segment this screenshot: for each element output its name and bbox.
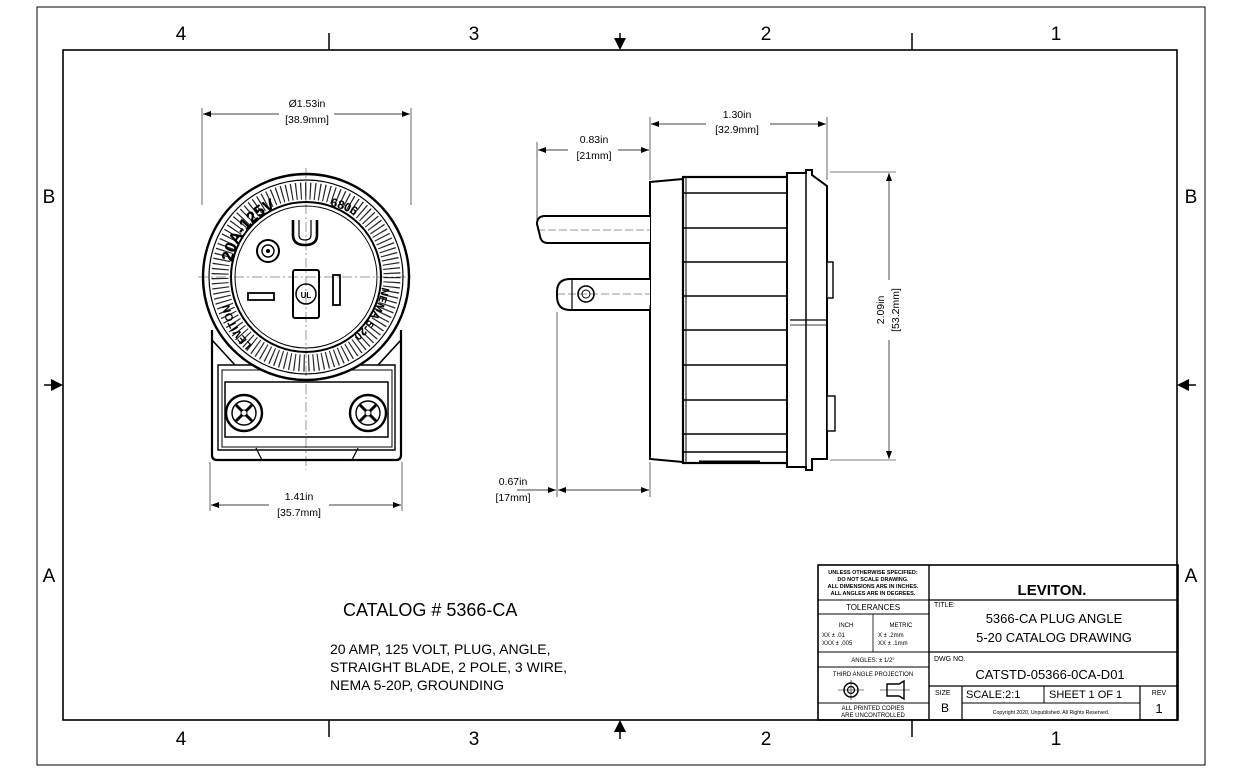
zone-row-label: B: [43, 187, 56, 208]
tb-title-label: TITLE:: [934, 602, 955, 609]
catalog-description: 20 AMP, 125 VOLT, PLUG, ANGLE, STRAIGHT …: [330, 640, 567, 694]
tb-note-3: ALL DIMENSIONS ARE IN INCHES.: [828, 584, 919, 590]
dim-width-mm: [35.7mm]: [277, 507, 321, 519]
zone-labels: 4 3 2 1 4 3 2 1 B B A A: [43, 24, 1198, 750]
tb-tolerances: TOLERANCES: [846, 603, 900, 612]
face-screw-icon: [256, 239, 280, 263]
tb-note-1: UNLESS OTHERWISE SPECIFIED:: [828, 570, 918, 576]
tb-metric-tol-2: XX ± .1mm: [878, 641, 908, 647]
zone-col-label: 3: [469, 24, 480, 45]
zone-row-label: B: [1185, 187, 1198, 208]
tb-scale: SCALE:2:1: [966, 689, 1020, 701]
zone-col-label: 4: [176, 729, 187, 750]
tb-title-line-2: 5-20 CATALOG DRAWING: [976, 630, 1132, 645]
tb-projection: THIRD ANGLE PROJECTION: [833, 672, 913, 678]
tb-size-label: SIZE: [935, 690, 951, 697]
tb-uncontrolled-2: ARE UNCONTROLLED: [841, 713, 905, 719]
catalog-number: CATALOG # 5366-CA: [343, 600, 518, 620]
title-block-text: UNLESS OTHERWISE SPECIFIED: DO NOT SCALE…: [822, 570, 1167, 719]
tb-angles: ANGLES: ± 1/2°: [851, 658, 895, 664]
tb-dwg-no: CATSTD-05366-0CA-D01: [975, 667, 1124, 682]
zone-ticks: [328, 33, 913, 737]
description-line: 20 AMP, 125 VOLT, PLUG, ANGLE,: [330, 641, 551, 657]
tb-rev-value: 1: [1155, 701, 1162, 716]
dim-width-in: 1.41in: [285, 491, 314, 503]
outer-border: [36, 6, 1206, 766]
zone-col-label: 4: [176, 24, 187, 45]
zone-col-label: 1: [1051, 24, 1062, 45]
third-angle-projection-icon: [838, 679, 910, 701]
zone-col-label: 2: [761, 729, 772, 750]
tb-uncontrolled-1: ALL PRINTED COPIES: [842, 706, 905, 712]
tb-rev-label: REV: [1152, 690, 1167, 697]
front-view: Ø1.53in [38.9mm]: [198, 98, 414, 519]
zone-row-label: A: [43, 566, 56, 587]
tb-dwg-label: DWG NO.: [934, 656, 966, 663]
dim-length-mm: [32.9mm]: [715, 124, 759, 136]
dim-ground-mm: [17mm]: [495, 492, 530, 504]
leviton-logo: LEVITON.: [1018, 582, 1087, 599]
tb-size-value: B: [941, 701, 949, 715]
tb-metric-tol-1: X ± .2mm: [878, 633, 904, 639]
title-block: [817, 564, 1179, 721]
terminal-screw-left-icon: [224, 393, 264, 433]
tb-inch-tol-1: XX ± .01: [822, 633, 846, 639]
side-view: 1.30in [32.9mm] 0.83in [21mm]: [495, 109, 902, 504]
tb-title-line-1: 5366-CA PLUG ANGLE: [986, 611, 1123, 626]
dim-diameter-in: Ø1.53in: [289, 98, 326, 110]
dim-blade-in: 0.83in: [580, 134, 609, 146]
zone-col-label: 1: [1051, 729, 1062, 750]
tb-copyright: Copyright 2020, Unpublished. All Rights …: [993, 710, 1110, 716]
dim-height-mm: [53.2mm]: [890, 288, 902, 332]
terminal-screw-right-icon: [348, 393, 388, 433]
description-line: STRAIGHT BLADE, 2 POLE, 3 WIRE,: [330, 659, 568, 675]
tb-sheet: SHEET 1 OF 1: [1049, 689, 1122, 701]
tb-note-2: DO NOT SCALE DRAWING.: [837, 577, 909, 583]
tb-note-4: ALL ANGLES ARE IN DEGREES.: [831, 591, 916, 597]
zone-col-label: 3: [469, 729, 480, 750]
tb-metric: METRIC: [890, 623, 914, 629]
description-line: NEMA 5-20P, GROUNDING: [330, 677, 505, 693]
dim-length-in: 1.30in: [723, 109, 752, 121]
dim-ground-in: 0.67in: [499, 476, 528, 488]
tb-inch: INCH: [839, 623, 854, 629]
dim-diameter-mm: [38.9mm]: [285, 114, 329, 126]
dim-height-in: 2.09in: [875, 296, 887, 325]
centering-marks: [44, 33, 1196, 739]
zone-row-label: A: [1185, 566, 1198, 587]
tb-inch-tol-2: XXX ± .005: [822, 641, 853, 647]
dim-blade-mm: [21mm]: [576, 150, 611, 162]
zone-col-label: 2: [761, 24, 772, 45]
